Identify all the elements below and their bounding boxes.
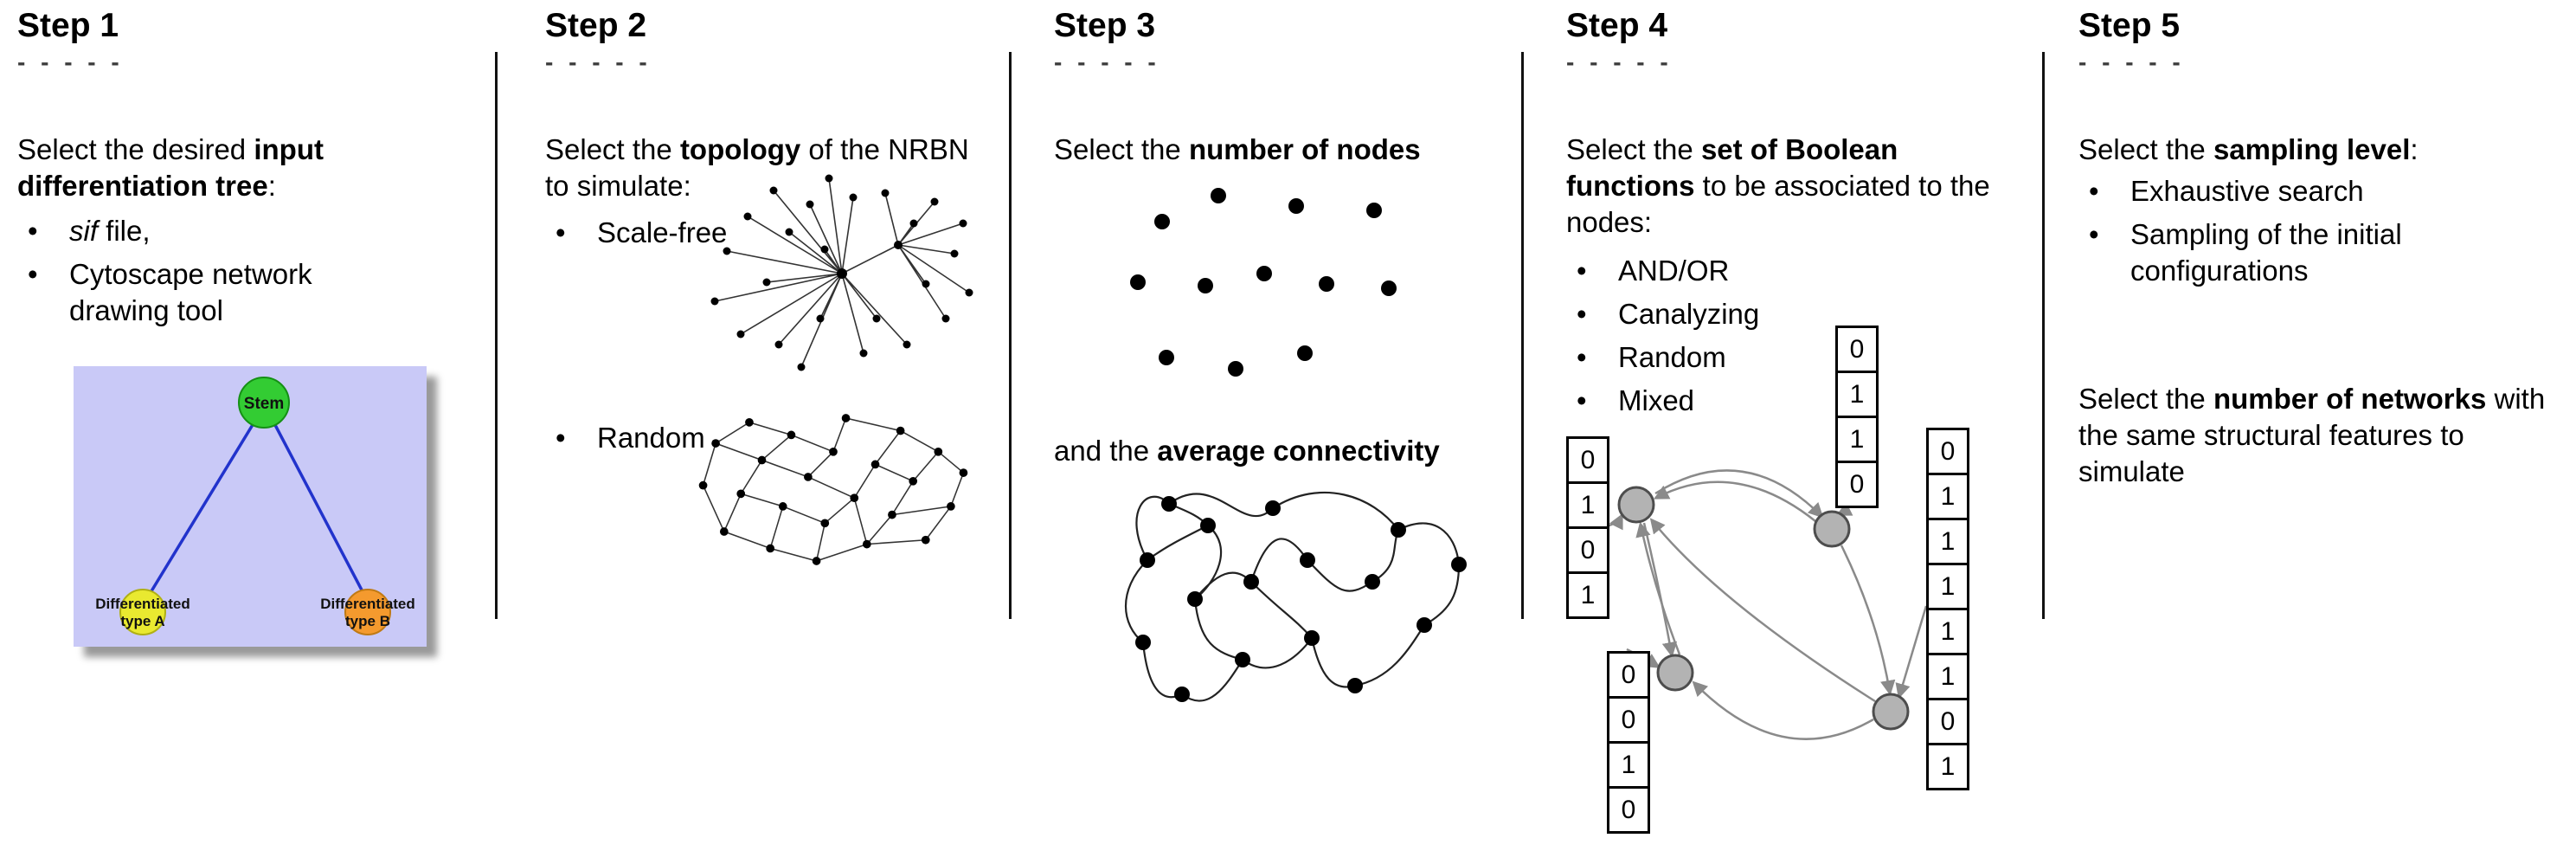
truth-table-cell: 1	[1838, 373, 1876, 418]
truth-table-cell: 0	[1849, 469, 1865, 499]
step5-bullet-list: Exhaustive search Sampling of the initia…	[2078, 173, 2563, 296]
connected-network-graphic	[1124, 491, 1467, 702]
truth-table-cell: 1	[1929, 610, 1967, 655]
step4-instruction: Select the set of Boolean functions to b…	[1566, 133, 1990, 238]
truth-table-cell: 0	[1609, 654, 1648, 699]
step3-column: Step 3 - - - - - Select the number of no…	[1054, 0, 1521, 851]
tree-edge-left	[145, 422, 255, 599]
bullet-scale-free: Scale-free	[545, 215, 1056, 251]
bold-text: number of nodes	[1188, 133, 1421, 165]
step4-title: Step 4	[1566, 7, 1668, 44]
step4-bullet-list: AND/OR Canalyzing Random Mixed	[1566, 253, 1930, 426]
step3-instruction-nodes: Select the number of nodes	[1054, 133, 1421, 165]
truth-table-cell: 0	[1929, 430, 1967, 475]
bullet-sampling: Sampling of the initial configurations	[2078, 216, 2563, 289]
truth-table-right: 0 1 1 1 1 1 0 1	[1926, 428, 1969, 790]
truth-table-cell: 1	[1929, 565, 1967, 610]
truth-table-top: 0 1 1 0	[1835, 326, 1879, 508]
truth-table-cell: 1	[1580, 580, 1596, 609]
network-node	[1813, 510, 1851, 548]
bullet-and-or: AND/OR	[1566, 253, 1930, 289]
bullet-sif-file: sif file,	[17, 213, 363, 249]
truth-table-cell: 1	[1929, 475, 1967, 520]
truth-table-bottom: 0 0 1 0	[1607, 651, 1650, 834]
truth-table-cell: 1	[1929, 655, 1967, 700]
column-divider	[1521, 52, 1524, 619]
type-b-node	[344, 589, 391, 635]
step2-dashes: - - - - -	[545, 48, 652, 75]
type-b-label-line2: type B	[345, 613, 390, 629]
step5-title: Step 5	[2078, 7, 2181, 44]
network-node	[1872, 693, 1910, 731]
step4-dashes: - - - - -	[1566, 48, 1673, 75]
step1-column: Step 1 - - - - - Select the desired inpu…	[17, 0, 491, 851]
network-node	[1617, 486, 1655, 524]
truth-table-cell: 1	[1838, 418, 1876, 463]
column-divider	[2042, 52, 2045, 619]
type-a-node	[119, 589, 166, 635]
step5-dashes: - - - - -	[2078, 48, 2185, 75]
bold-text: sampling level	[2213, 133, 2411, 165]
stem-node	[238, 377, 290, 429]
random-network-graphic	[698, 414, 968, 565]
step2-title: Step 2	[545, 7, 647, 44]
step1-dashes: - - - - -	[17, 48, 124, 75]
differentiation-tree-image: Stem Differentiated type A Differentiate…	[74, 366, 427, 647]
step1-title: Step 1	[17, 7, 119, 44]
type-a-label-line2: type A	[120, 613, 164, 629]
step2-column: Step 2 - - - - - Select the topology of …	[545, 0, 1004, 851]
differentiation-tree-graphic: Stem Differentiated type A Differentiate…	[95, 377, 415, 635]
bullet-cytoscape: Cytoscape network drawing tool	[17, 256, 363, 329]
scale-free-network-graphic	[710, 174, 973, 371]
truth-table-cell: 0	[1838, 328, 1876, 373]
truth-table-cell: 1	[1929, 520, 1967, 565]
column-divider	[1009, 52, 1012, 619]
truth-table-cell: 0	[1569, 529, 1607, 574]
nodes-dots-graphic	[1130, 188, 1397, 377]
truth-table-cell: 0	[1569, 439, 1607, 484]
bullet-exhaustive: Exhaustive search	[2078, 173, 2563, 210]
tree-edge-right	[273, 422, 368, 599]
bold-text: set of Boolean functions	[1566, 133, 1898, 202]
bullet-random-fn: Random	[1566, 339, 1930, 376]
stem-label: Stem	[244, 395, 284, 413]
bold-text: number of networks	[2213, 383, 2487, 415]
step2-instruction: Select the topology of the NRBN to simul…	[545, 133, 969, 202]
step3-instruction-connectivity: and the average connectivity	[1054, 435, 1440, 467]
truth-table-left: 0 1 0 1	[1566, 436, 1609, 619]
step5-column: Step 5 - - - - - Select the sampling lev…	[2078, 0, 2576, 851]
bold-text: average connectivity	[1157, 435, 1440, 467]
bullet-random: Random	[545, 420, 1056, 456]
step3-dashes: - - - - -	[1054, 48, 1160, 75]
step5-instruction: Select the sampling level:	[2078, 133, 2419, 165]
step5-networks-instruction: Select the number of networks with the s…	[2078, 383, 2546, 487]
bold-text: input differentiation tree	[17, 133, 324, 202]
type-b-label-line1: Differentiated	[320, 596, 415, 612]
step1-bullet-list: sif file, Cytoscape network drawing tool	[17, 213, 363, 336]
truth-table-cell: 1	[1940, 751, 1956, 781]
bullet-canalyzing: Canalyzing	[1566, 296, 1930, 332]
step4-column: Step 4 - - - - - Select the set of Boole…	[1566, 0, 2040, 851]
truth-table-cell: 1	[1569, 484, 1607, 529]
bold-text: topology	[679, 133, 801, 165]
truth-table-cell: 0	[1621, 795, 1636, 824]
type-a-label-line1: Differentiated	[95, 596, 190, 612]
bullet-mixed: Mixed	[1566, 383, 1930, 419]
truth-table-cell: 0	[1929, 700, 1967, 745]
column-divider	[495, 52, 498, 619]
truth-table-cell: 1	[1609, 744, 1648, 789]
step1-instruction: Select the desired input differentiation…	[17, 133, 324, 202]
italic-text: sif	[69, 215, 98, 247]
truth-table-cell: 0	[1609, 699, 1648, 744]
network-node	[1656, 654, 1694, 692]
step3-title: Step 3	[1054, 7, 1156, 44]
boolean-network-graphic	[1606, 469, 1928, 740]
